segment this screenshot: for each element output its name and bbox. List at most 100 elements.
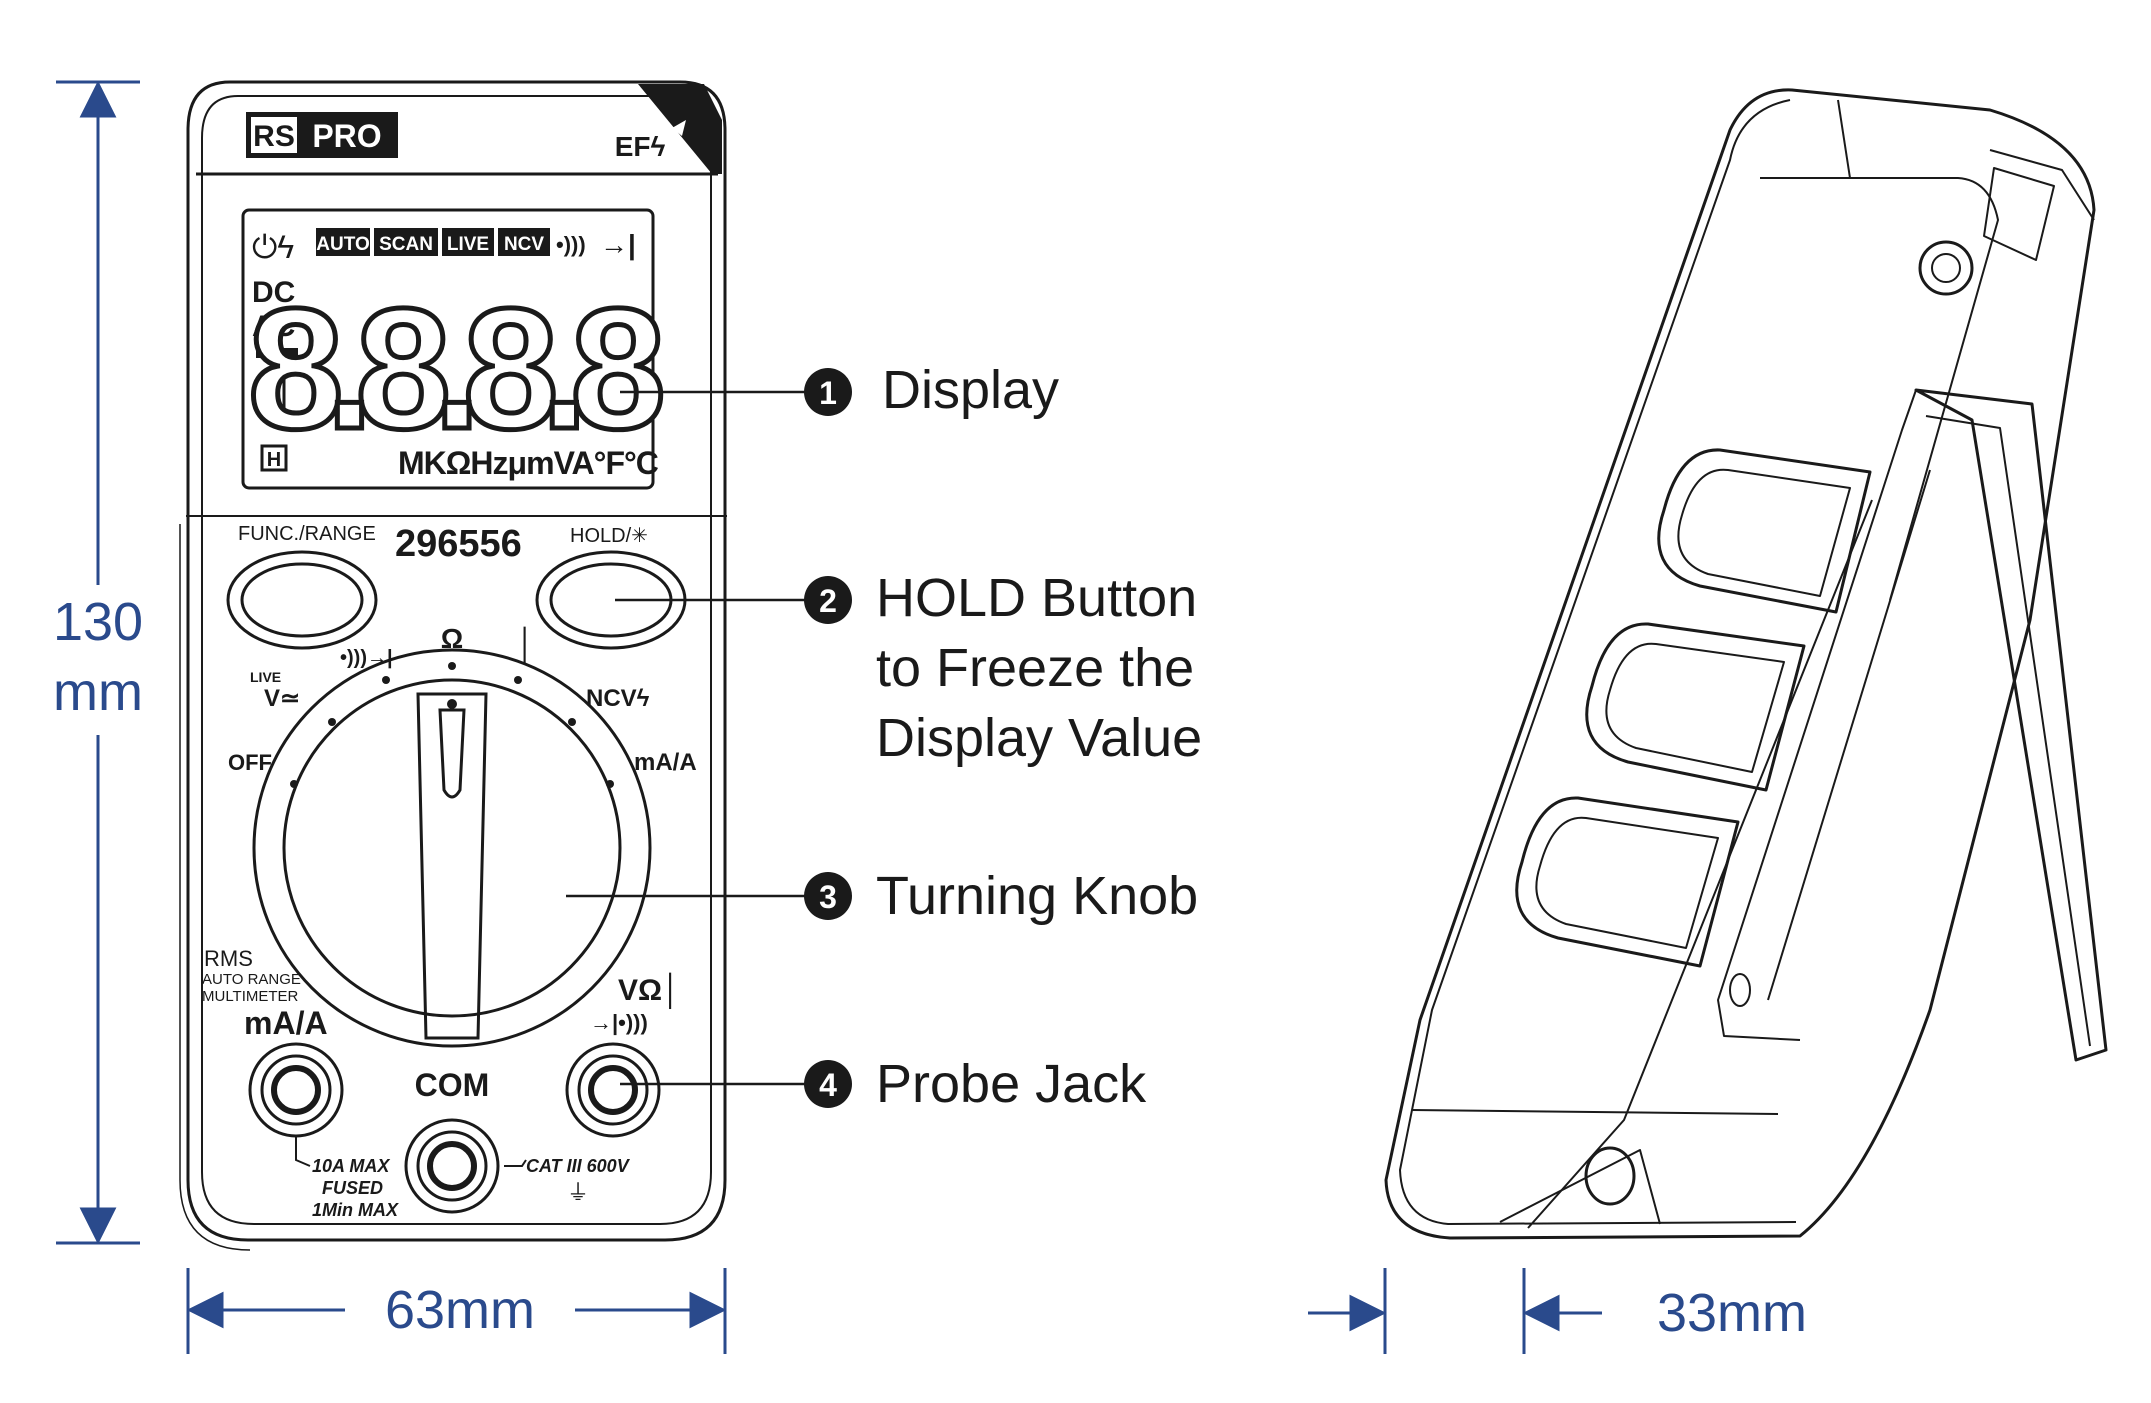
func-button-outer[interactable] [226,550,378,650]
lcd-tag-scan: SCAN [379,234,433,255]
callout-2-badge [804,576,852,624]
auto-range-label: AUTO RANGE [202,971,301,988]
height-value: 130 [53,592,143,652]
side-kickstand-arm [1717,389,1917,1041]
cat-leader [504,1159,527,1167]
hold-label: HOLD/✳ [570,525,648,547]
dial-label-live: LIVE [250,669,281,685]
side-body-outline [1384,88,2096,1240]
jack-v-mid[interactable] [577,1054,649,1126]
jack-v[interactable] [565,1042,661,1138]
dial-dot [448,662,456,670]
fuse-label-3: 1Min MAX [312,1200,399,1220]
dial-label-ncv: NCVϟ [586,685,650,712]
corner-arrow-icon [672,120,686,136]
jack-v-hole[interactable] [588,1065,638,1115]
dial-pointer-bar[interactable] [416,692,488,1040]
func-button-inner[interactable] [240,562,364,638]
height-dimension [56,80,140,1245]
lcd-display: ⏻ϟ AUTO SCAN LIVE NCV •))) →| DC AC H 8.… [241,208,682,490]
callout-3-text: Turning Knob [876,866,1198,926]
side-grip-3-inner [1535,816,1719,949]
fuse-label-1: 10A MAX [312,1156,390,1176]
lcd-tag-auto-bg [316,228,370,256]
width-dimension [186,1268,727,1354]
model-number: 296556 [395,523,522,565]
ground-icon: ⏚ [567,1180,589,1205]
width-arrow-right [689,1291,727,1329]
height-arrow-up [79,80,117,118]
side-top-clip [1989,149,2095,221]
callout-2-text-line-3: Display Value [876,708,1202,768]
dial-dot [382,676,390,684]
jack-com-outer[interactable] [404,1118,500,1214]
side-kickstand [1914,388,2108,1062]
logo-rs-text: RS [253,120,295,153]
lcd-frame [241,208,655,490]
side-grip-3 [1515,796,1740,968]
front-buttons: FUNC./RANGE 296556 HOLD/✳ [226,523,687,650]
func-range-button[interactable] [226,550,378,650]
depth-arrow-in-right [1522,1294,1560,1332]
side-top-seam [1837,99,1851,179]
lcd-hold-icon: H [260,444,288,472]
cat-label: CAT III 600V [526,1156,631,1176]
jack-ma-mid[interactable] [260,1054,332,1126]
jack-label-diode: →|•))) [590,1010,648,1035]
side-top-hole-inner [1931,253,1961,283]
multimeter-label: MULTIMETER [202,988,299,1005]
side-face-edge [1760,177,1999,601]
lcd-battery-icon [262,372,286,422]
callout-3-number: 3 [819,879,837,915]
dial-label-off: OFF [228,750,272,775]
callout-1-number: 1 [819,375,837,411]
lcd-diode-icon: →| [600,229,636,260]
dial-label-diode: •)))→| [340,647,393,669]
dial-outer-ring[interactable] [252,648,652,1048]
jack-v-outer[interactable] [565,1042,661,1138]
meter-inner-outline [201,95,712,1225]
depth-arrow-in-left [1349,1294,1387,1332]
jack-com-hole[interactable] [427,1141,477,1191]
width-arrow-left [186,1291,224,1329]
rotary-dial[interactable]: OFF LIVE V≃ •)))→| Ω │ NCVϟ mA/A [228,623,697,1048]
callout-1: 1 Display [620,360,1059,420]
jack-com-mid[interactable] [416,1130,488,1202]
dial-label-ma: mA/A [634,749,697,776]
lcd-tag-auto: AUTO [316,234,369,255]
jack-label-com: COM [415,1067,490,1103]
side-bottom-fold [1499,1149,1661,1225]
side-bottom-seam [1411,1109,1779,1115]
lcd-tag-ncv: NCV [504,234,544,255]
logo-pro-text: PRO [312,118,381,154]
jack-ma[interactable] [248,1042,344,1138]
jack-ma-hole[interactable] [271,1065,321,1115]
lcd-hold-letter: H [267,449,281,471]
side-grip-1 [1657,448,1872,614]
lcd-units: MKΩHzμmVA°F°C [398,445,659,481]
jack-label-v-ohm: VΩ│ [618,972,681,1010]
dial-label-temp: │ [517,626,536,664]
dial-knob[interactable] [282,678,622,1018]
battery-tip [268,372,280,382]
callout-2-text-line-1: HOLD Button [876,568,1197,628]
lcd-ac-label: AC [252,310,295,343]
side-grip-1-inner [1677,468,1851,597]
callout-4: 4 Probe Jack [620,1054,1147,1114]
callout-2: 2 HOLD Button to Freeze the Display Valu… [615,568,1202,768]
side-kickstand-arm-inner [1767,469,1931,1001]
hold-box [260,444,288,472]
callout-2-text-line-2: to Freeze the [876,638,1194,698]
lcd-tag-ncv-bg [498,228,550,256]
callout-1-text: Display [882,360,1059,420]
dial-dot [514,676,522,684]
side-kickstand-hinge [1729,973,1751,1007]
rms-label: RMS [204,946,253,971]
side-top-clip-inner [1983,167,2055,261]
depth-dimension [1308,1268,1602,1354]
jack-ma-outer[interactable] [248,1042,344,1138]
fuse-label-2: FUSED [322,1178,383,1198]
callout-4-text: Probe Jack [876,1054,1147,1114]
jack-com[interactable] [404,1118,500,1214]
